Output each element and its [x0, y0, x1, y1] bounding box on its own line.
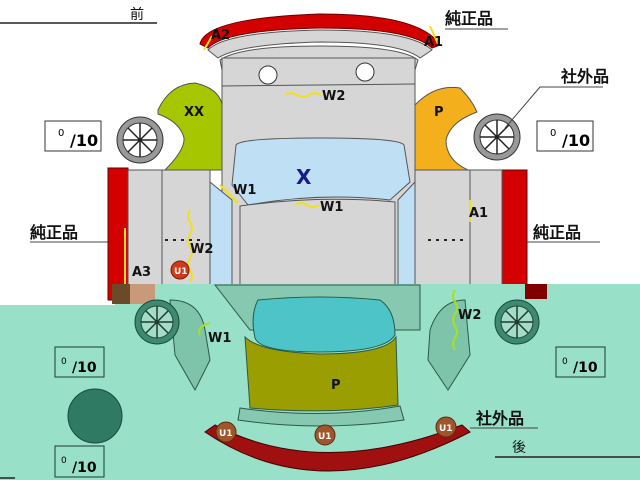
mark-right-fender: P	[434, 105, 444, 120]
dent-markers	[170, 260, 457, 446]
tire-score-spare[interactable]: 0 /10	[54, 445, 105, 478]
svg-text:/10: /10	[573, 360, 598, 376]
windshield[interactable]	[231, 137, 411, 206]
trunk-lid[interactable]	[244, 335, 399, 412]
rear-left-wheel[interactable]	[134, 299, 180, 345]
spare-tire[interactable]	[67, 388, 123, 444]
rear-bumper[interactable]	[204, 424, 471, 472]
front-bumper-strip	[207, 29, 433, 59]
mark-left-rear-quarter: W1	[208, 331, 231, 346]
mark-left-sill: A3	[132, 265, 151, 280]
left-rear-quarter[interactable]	[169, 299, 211, 392]
aftermarket-wheel-label: 社外品	[560, 67, 609, 86]
mark-right-rear-quarter: W2	[458, 308, 481, 323]
damage-squiggles	[124, 25, 471, 298]
left-side-glass	[209, 180, 233, 286]
mark-left-door: W2	[190, 242, 213, 257]
tire-score-front-right[interactable]: 0 /10	[536, 120, 594, 152]
mark-roof: W1	[320, 200, 343, 215]
genuine-left-label: 純正品	[30, 223, 78, 242]
front-left-wheel[interactable]	[116, 116, 164, 164]
mark-rear-bumper-left: U1	[219, 429, 233, 439]
svg-text:0: 0	[61, 357, 67, 367]
genuine-front-bumper-label: 純正品	[445, 9, 493, 28]
aftermarket-leader-line	[504, 86, 603, 129]
svg-text:/10: /10	[562, 131, 590, 150]
left-rear-panel	[112, 284, 130, 304]
left-rear-mark	[130, 284, 155, 304]
right-fender[interactable]	[414, 86, 478, 171]
mark-front-bumper-left: A2	[211, 28, 230, 43]
tire-score-rear-left[interactable]: 0 /10	[54, 346, 105, 378]
rear-right-wheel[interactable]	[494, 299, 540, 345]
svg-text:0: 0	[61, 456, 67, 466]
mark-left-fender: XX	[184, 105, 204, 120]
mark-right-door: A1	[469, 206, 488, 221]
svg-text:0: 0	[58, 128, 64, 139]
mark-left-dent: U1	[174, 267, 188, 277]
left-doors[interactable]	[127, 169, 211, 286]
rear-label: 後	[512, 440, 526, 456]
mark-front-bumper-right: A1	[424, 35, 443, 50]
right-doors[interactable]	[414, 169, 503, 286]
front-bumper[interactable]	[199, 13, 441, 49]
rear-window[interactable]	[252, 296, 396, 353]
right-side-panel[interactable]	[501, 169, 528, 286]
tire-score-rear-right[interactable]: 0 /10	[555, 346, 606, 378]
front-right-wheel[interactable]	[473, 113, 521, 161]
mark-rear-bumper-right: U1	[439, 424, 453, 434]
roof[interactable]	[239, 198, 396, 286]
left-fender[interactable]	[157, 82, 223, 171]
right-side-glass	[397, 180, 416, 286]
right-rear-panel	[525, 284, 547, 299]
hood-line	[221, 83, 416, 87]
tire-score-front-left[interactable]: 0 /10	[44, 120, 102, 152]
svg-text:/10: /10	[72, 360, 97, 376]
headlight-right	[355, 62, 375, 82]
right-rear-quarter[interactable]	[427, 299, 471, 391]
mark-windshield: X	[296, 165, 312, 189]
mark-left-pillar: W1	[233, 183, 256, 198]
svg-text:0: 0	[562, 357, 568, 367]
rear-bumper-strip	[237, 405, 405, 427]
mark-trunk: P	[331, 378, 341, 393]
mark-rear-bumper-center: U1	[318, 432, 332, 442]
aftermarket-rear-label: 社外品	[475, 409, 524, 428]
svg-text:/10: /10	[72, 460, 97, 476]
rear-squiggles	[198, 289, 458, 351]
front-label: 前	[130, 6, 144, 23]
mark-hood: W2	[322, 89, 345, 104]
headlight-left	[258, 65, 278, 85]
svg-text:/10: /10	[70, 131, 98, 150]
svg-text:0: 0	[550, 128, 556, 139]
genuine-right-label: 純正品	[533, 223, 581, 242]
